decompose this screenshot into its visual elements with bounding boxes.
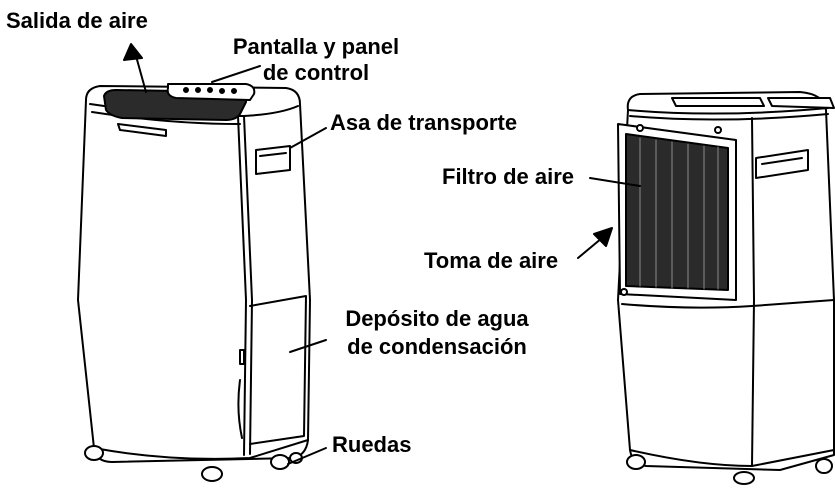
wheel-front-right bbox=[270, 454, 290, 470]
label-wheels: Ruedas bbox=[332, 432, 412, 457]
air-outlet-arrow-shaft bbox=[135, 55, 147, 93]
back-control-panel-2 bbox=[767, 97, 835, 109]
back-filter-screw-2 bbox=[714, 126, 722, 134]
front-panel-button-5 bbox=[231, 88, 237, 94]
display-panel-leader bbox=[211, 65, 261, 83]
front-water-tank bbox=[249, 295, 307, 445]
label-water-tank-line2: de condensación bbox=[347, 334, 527, 359]
front-panel-button-4 bbox=[219, 88, 225, 94]
label-display-panel-line2: de control bbox=[262, 60, 370, 85]
front-unit-side-edge bbox=[243, 115, 253, 455]
label-handle: Asa de transporte bbox=[330, 110, 518, 135]
front-carry-handle-inner bbox=[259, 152, 287, 157]
back-filter-lines bbox=[639, 137, 719, 290]
front-panel-button-1 bbox=[183, 87, 189, 93]
front-tank-latch bbox=[239, 349, 245, 365]
front-panel-button-3 bbox=[207, 87, 213, 93]
front-panel-button-2 bbox=[195, 87, 201, 93]
front-tank-handle bbox=[237, 379, 243, 439]
front-unit-side-edge-2 bbox=[237, 115, 247, 456]
back-unit-top-rim-2 bbox=[629, 113, 829, 121]
label-air-filter: Filtro de aire bbox=[442, 164, 575, 189]
front-wheels bbox=[84, 445, 303, 482]
water-tank-leader bbox=[289, 339, 327, 353]
back-unit-base bbox=[629, 449, 835, 467]
wheels-leader bbox=[287, 447, 327, 465]
back-carry-handle-inner bbox=[761, 157, 803, 165]
back-unit-top-rim bbox=[627, 107, 829, 115]
wheel-back-center bbox=[733, 471, 755, 485]
wheel-back-left bbox=[626, 454, 646, 470]
back-unit bbox=[617, 91, 835, 485]
wheel-front-center bbox=[201, 466, 223, 482]
label-water-tank-line1: Depósito de agua bbox=[345, 306, 529, 331]
callouts bbox=[123, 43, 641, 465]
handle-leader bbox=[289, 127, 327, 149]
back-unit-side-edge bbox=[751, 117, 755, 467]
back-wheels bbox=[626, 454, 833, 485]
front-unit bbox=[77, 83, 311, 482]
wheel-back-right bbox=[815, 458, 833, 474]
air-filter-leader bbox=[589, 177, 641, 187]
back-air-filter-mesh bbox=[625, 133, 729, 291]
back-filter-screw-1 bbox=[636, 124, 644, 132]
back-lower-section bbox=[621, 299, 835, 309]
front-unit-base bbox=[93, 439, 309, 460]
front-carry-handle bbox=[255, 145, 291, 175]
air-inlet-arrow-shaft bbox=[577, 237, 603, 259]
wheel-front-left bbox=[84, 445, 104, 461]
label-air-outlet: Salida de aire bbox=[6, 8, 148, 33]
back-carry-handle bbox=[755, 149, 809, 179]
label-air-inlet: Toma de aire bbox=[424, 248, 559, 273]
air-inlet-arrow-head bbox=[593, 227, 613, 247]
label-display-panel-line1: Pantalla y panel bbox=[232, 34, 400, 59]
back-filter-screw-3 bbox=[620, 288, 628, 296]
front-unit-lip bbox=[117, 123, 167, 137]
front-unit-body bbox=[77, 85, 311, 463]
back-control-panel bbox=[671, 97, 765, 107]
air-outlet-arrow-head bbox=[123, 43, 143, 61]
